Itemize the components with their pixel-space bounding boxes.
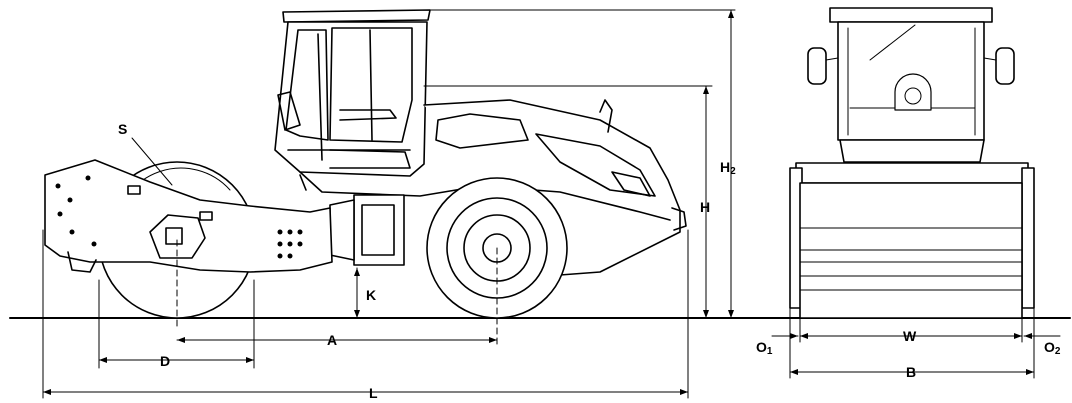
front-frame-top: [795, 162, 1029, 184]
label-B: B: [906, 364, 916, 380]
label-H2: H2: [720, 159, 736, 177]
label-O1: O1: [756, 339, 773, 357]
label-L: L: [369, 385, 378, 401]
arrowheads: [43, 10, 1034, 395]
right-mirror: [995, 47, 1015, 85]
front-frame: [44, 159, 333, 273]
front-view: [789, 7, 1035, 319]
cab: [274, 9, 431, 177]
side-dimensions: [42, 9, 736, 399]
label-K: K: [366, 287, 376, 303]
articulation-joint: [299, 174, 405, 266]
front-roof: [829, 7, 993, 23]
leader-S: [131, 137, 173, 186]
label-S: S: [118, 121, 127, 137]
label-D: D: [160, 353, 170, 369]
label-W: W: [903, 328, 917, 344]
left-mirror: [807, 47, 827, 85]
side-view: [44, 9, 687, 347]
label-H: H: [700, 199, 710, 215]
dimension-labels: S K A D L H H2 W B O1 O2: [118, 121, 1061, 401]
label-O2: O2: [1044, 339, 1061, 357]
label-A: A: [327, 332, 337, 348]
